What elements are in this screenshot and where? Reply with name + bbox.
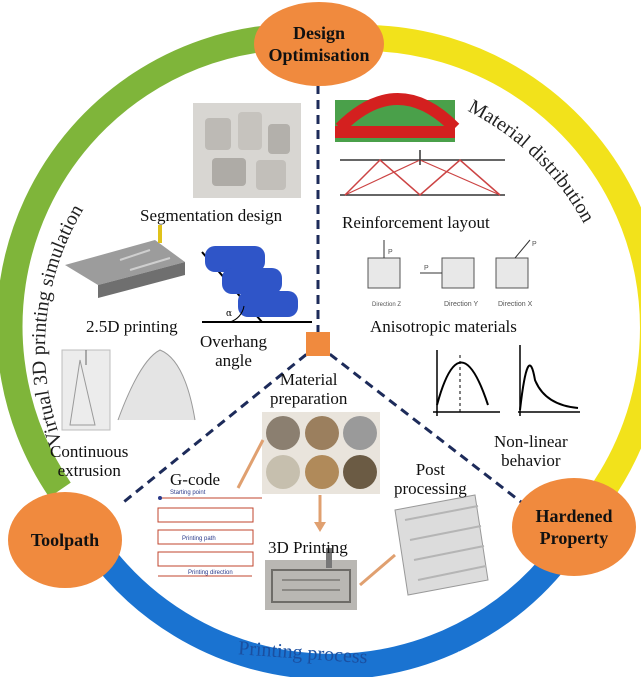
p-label-3: P <box>532 241 537 248</box>
overhang-angle-image <box>201 246 312 323</box>
dashed-line-left <box>119 343 319 507</box>
label-segmentation-design: Segmentation design <box>140 206 283 225</box>
ring-green-segment <box>0 25 272 498</box>
center-square <box>306 332 330 356</box>
label-non-linear-behavior: Non-linear behavior <box>494 432 568 470</box>
material-photos <box>262 412 380 494</box>
node-design-optimisation: Design Optimisation <box>254 2 384 86</box>
segmentation-photo <box>193 103 301 198</box>
arrow-printing-to-post <box>359 553 396 587</box>
label-continuous-extrusion: Continuous extrusion <box>50 442 128 480</box>
label-3d-printing: 3D Printing <box>268 538 348 557</box>
label-overhang-angle: Overhang angle <box>200 332 267 370</box>
label-anisotropic-materials: Anisotropic materials <box>370 317 517 336</box>
label-reinforcement-layout: Reinforcement layout <box>342 213 490 232</box>
p-label-2: P <box>424 265 429 272</box>
direction-x-text: Direction X <box>498 301 533 308</box>
p-label-1: P <box>388 249 393 256</box>
printing-3d-photo <box>265 548 357 610</box>
node-top-line1: Design <box>292 23 345 43</box>
label-post-line2: processing <box>394 479 467 498</box>
label-g-code: G-code <box>170 470 221 489</box>
node-left-label: Toolpath <box>30 529 100 550</box>
printing-path-text: Printing path <box>182 536 216 542</box>
node-top-line2: Optimisation <box>268 45 370 65</box>
arrow-head-1 <box>314 522 326 532</box>
label-overhang-line1: Overhang <box>200 332 268 351</box>
label-post-line1: Post <box>415 460 445 479</box>
label-material-line2: preparation <box>270 389 348 408</box>
bridge-reinforcement-image <box>335 93 505 196</box>
printing-direction-text: Printing direction <box>188 570 233 576</box>
alpha-symbol: α <box>226 309 232 319</box>
label-nonlinear-line2: behavior <box>501 451 561 470</box>
printing-2-5d-image <box>65 225 185 298</box>
node-right-line1: Hardened <box>535 506 613 526</box>
post-processing-photo <box>394 494 489 596</box>
node-right-line2: Property <box>539 528 609 548</box>
label-nonlinear-line1: Non-linear <box>494 432 568 451</box>
label-material-line1: Material <box>279 370 338 389</box>
label-continuous-line2: extrusion <box>57 461 121 480</box>
label-material-preparation: Material preparation <box>270 370 347 408</box>
node-hardened-property: Hardened Property <box>512 478 636 576</box>
label-2-5d-printing: 2.5D printing <box>86 317 178 336</box>
dashed-line-right <box>317 343 526 507</box>
ring-blue-segment <box>84 537 571 677</box>
direction-y-text: Direction Y <box>444 301 478 308</box>
non-linear-curves <box>433 345 580 416</box>
direction-z-text: Direction Z <box>372 302 401 308</box>
arrow-gcode-to-material <box>236 439 265 489</box>
node-toolpath: Toolpath <box>8 492 122 588</box>
g-code-diagram <box>157 496 262 577</box>
label-overhang-line2: angle <box>215 351 252 370</box>
starting-point-text: Starting point <box>170 490 206 496</box>
label-post-processing: Post processing <box>394 460 467 498</box>
watermark-text: 知乎 @绿色医院专委会 <box>456 650 617 668</box>
ring-yellow-segment <box>369 25 641 503</box>
anisotropic-cubes <box>367 239 531 289</box>
label-continuous-line1: Continuous <box>50 442 129 461</box>
continuous-extrusion-image <box>61 349 196 431</box>
